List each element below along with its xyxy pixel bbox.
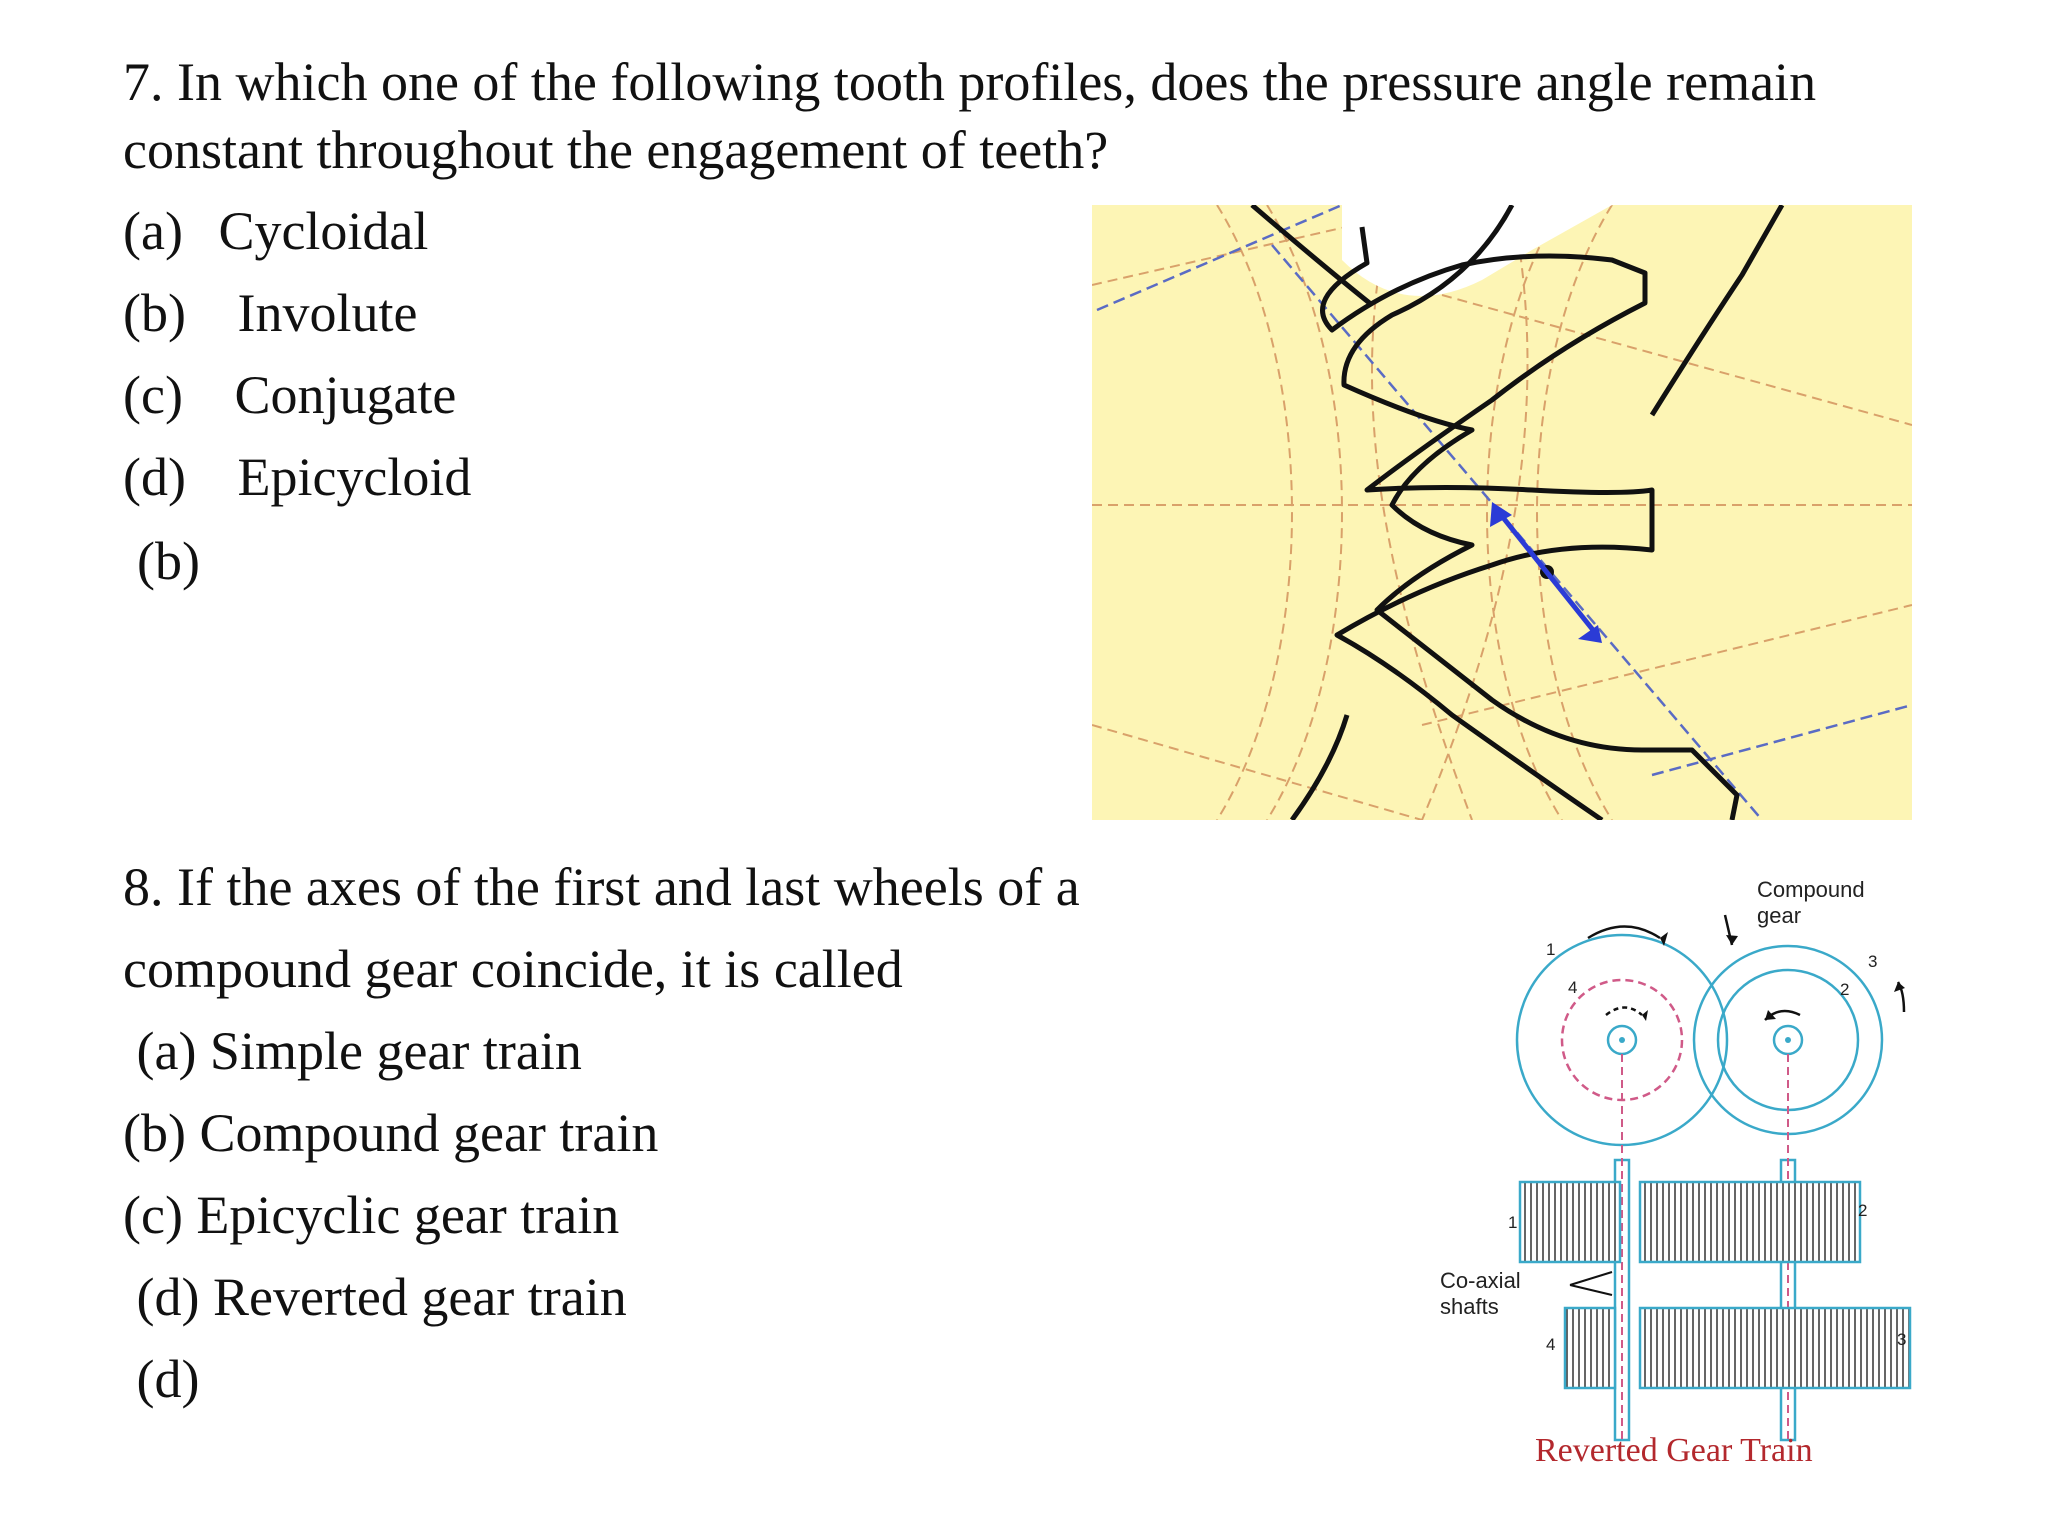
compound-gear-label-1: Compound <box>1757 877 1865 902</box>
option-text: Conjugate <box>234 365 457 425</box>
q8-answer: (d) <box>123 1349 200 1409</box>
option-key: (c) <box>123 365 183 425</box>
gear-number-1-top: 1 <box>1546 940 1555 959</box>
q8-option-a: (a) Simple gear train <box>123 1021 582 1081</box>
reverted-gear-train-figure: Compound gear 1 4 3 2 1 2 4 3 Co-axial s… <box>1440 877 1912 1469</box>
q8-option-b: (b) Compound gear train <box>123 1103 659 1163</box>
gear-4-side <box>1563 1306 1617 1390</box>
gear-1-side <box>1518 1180 1622 1264</box>
q8-question-line2: compound gear coincide, it is called <box>123 939 903 999</box>
gear-number-4-top: 4 <box>1568 978 1577 997</box>
gear-number-3-top: 3 <box>1868 952 1877 971</box>
option-text: Cycloidal <box>218 201 429 261</box>
gear-2-side <box>1638 1180 1862 1264</box>
gear-3-side <box>1638 1306 1912 1390</box>
gear-number-4-side: 4 <box>1546 1335 1555 1354</box>
q7-question-line2: constant throughout the engagement of te… <box>123 120 1109 180</box>
option-text: Involute <box>237 283 418 343</box>
gear-number-1-side: 1 <box>1508 1213 1517 1232</box>
coaxial-label-1: Co-axial <box>1440 1268 1521 1293</box>
gear-number-2-side: 2 <box>1858 1201 1867 1220</box>
coaxial-label-2: shafts <box>1440 1294 1499 1319</box>
gear-number-2-top: 2 <box>1840 980 1849 999</box>
q8-question-line1: 8. If the axes of the first and last whe… <box>123 857 1080 917</box>
q7-option-b: (b) Involute <box>123 278 417 348</box>
q7-option-d: (d) Epicycloid <box>123 442 471 512</box>
q8-option-d: (d) Reverted gear train <box>123 1267 627 1327</box>
q7-answer: (b) <box>137 531 200 591</box>
q7-question-line1: 7. In which one of the following tooth p… <box>123 52 1817 112</box>
option-key: (d) <box>123 447 186 507</box>
figure-caption: Reverted Gear Train <box>1535 1432 1813 1469</box>
q7-option-a: (a) Cycloidal <box>123 196 428 266</box>
gear-number-3-side: 3 <box>1897 1330 1906 1349</box>
option-text: Epicycloid <box>237 447 472 507</box>
q7-option-c: (c) Conjugate <box>123 360 456 430</box>
compound-gear-label-2: gear <box>1757 903 1801 928</box>
option-key: (a) <box>123 201 183 261</box>
involute-gear-figure <box>1092 205 1912 820</box>
q8-option-c: (c) Epicyclic gear train <box>123 1185 620 1245</box>
option-key: (b) <box>123 283 186 343</box>
